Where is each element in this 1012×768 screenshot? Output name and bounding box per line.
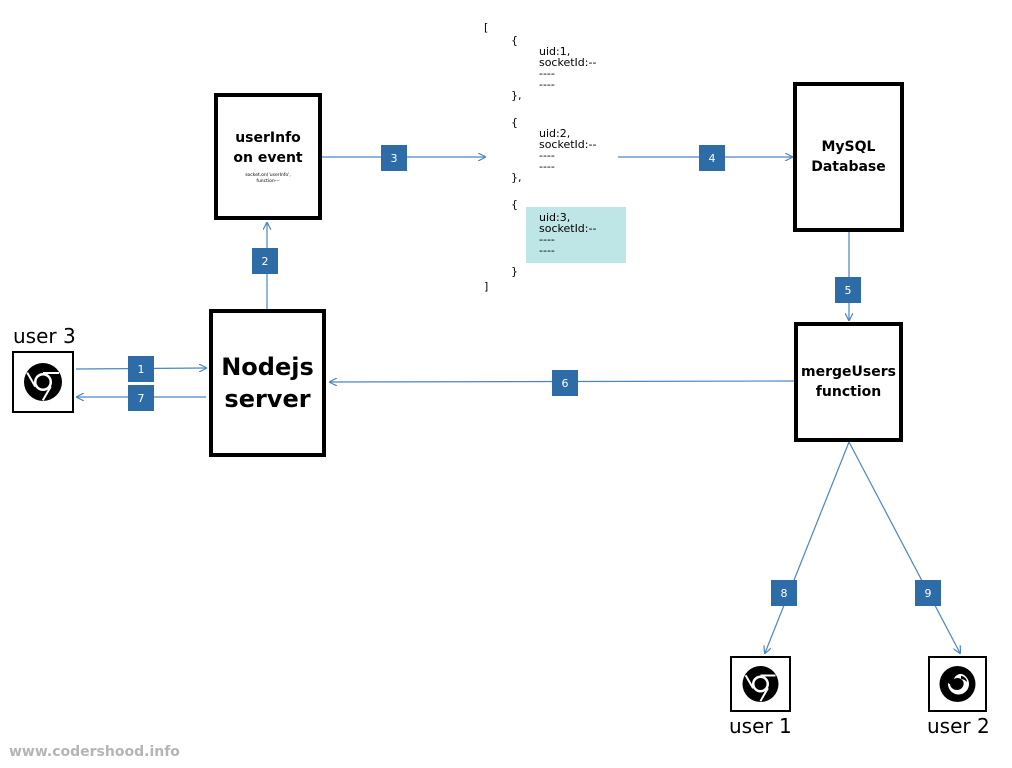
user-1-label: user 1: [729, 714, 792, 738]
chrome-icon: [742, 666, 779, 702]
nodejs-server-title: Nodejs server: [221, 353, 314, 413]
mysql-database-box: MySQL Database: [793, 82, 904, 232]
json-entry-3-highlight: [526, 207, 626, 263]
user-2-label: user 2: [927, 714, 990, 738]
user-info-code: socket.on('userInfo', function---: [245, 173, 291, 184]
user-3-browser: [12, 351, 74, 413]
mysql-database-title: MySQL Database: [811, 139, 886, 175]
json-entry-1: { uid:1, socketId:-- ---- ---- },: [511, 34, 597, 102]
json-entry-2: { uid:2, socketId:-- ---- ---- },: [511, 116, 597, 184]
json-entry-3-open: {: [511, 198, 518, 211]
arrow-8: [765, 441, 850, 653]
user-1-browser: [730, 656, 791, 712]
user-3-label: user 3: [13, 324, 76, 348]
step-badge-5: 5: [835, 277, 861, 303]
user-info-box: userInfo on event socket.on('userInfo', …: [214, 93, 322, 220]
user-2-browser: [928, 656, 987, 712]
arrow-9: [848, 441, 960, 653]
step-badge-7: 7: [128, 385, 154, 411]
json-open-bracket: [: [484, 21, 489, 34]
chrome-icon: [24, 363, 62, 401]
merge-users-box: mergeUsers function: [794, 322, 903, 442]
step-badge-3: 3: [381, 145, 407, 171]
json-entry-3-body: uid:3, socketId:-- ---- ----: [539, 211, 597, 257]
step-badge-1: 1: [128, 356, 154, 382]
json-entry-3-close: }: [511, 265, 518, 278]
user-info-title: userInfo on event: [233, 130, 303, 166]
firefox-icon: [939, 666, 976, 702]
json-close-bracket: ]: [484, 280, 489, 293]
nodejs-server-box: Nodejs server: [209, 309, 326, 457]
step-badge-6: 6: [552, 370, 578, 396]
footer-watermark: www.codershood.info: [9, 744, 180, 760]
merge-users-title: mergeUsers function: [801, 364, 896, 400]
step-badge-8: 8: [771, 580, 797, 606]
step-badge-9: 9: [915, 580, 941, 606]
step-badge-4: 4: [699, 145, 725, 171]
step-badge-2: 2: [252, 248, 278, 274]
